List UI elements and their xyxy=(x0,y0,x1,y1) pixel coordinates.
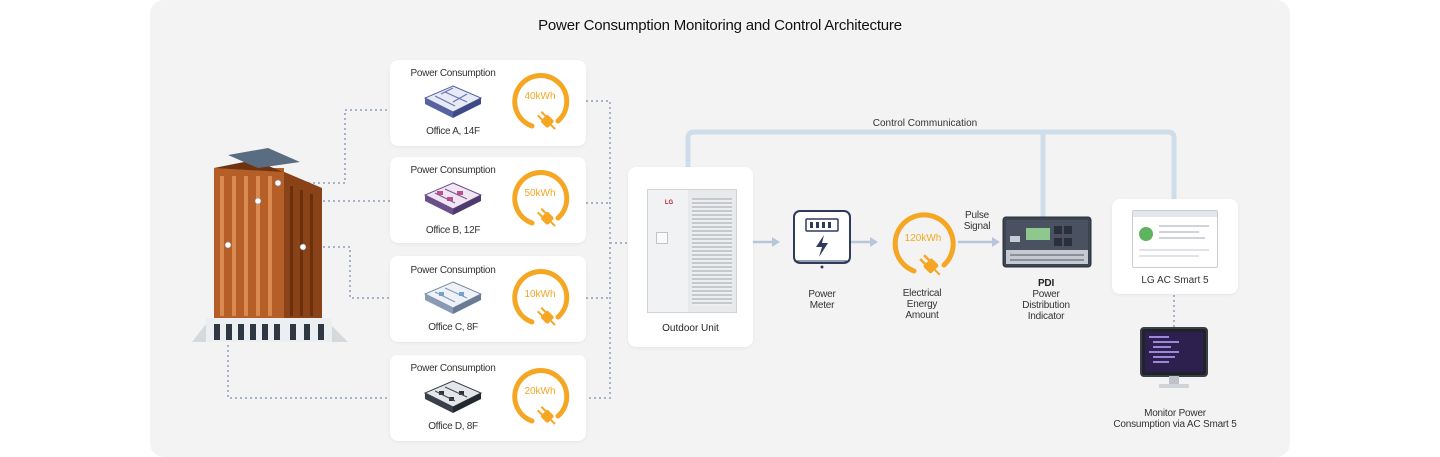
control-communication-line xyxy=(685,129,1177,218)
energy-label-line3: Amount xyxy=(905,310,939,321)
office-card-b: Power Consumption Office B, 12F 50kWh xyxy=(390,157,586,243)
ac-smart-screen-icon xyxy=(1132,210,1218,268)
office-d-value: 20kWh xyxy=(524,386,556,397)
power-meter-label: Power Meter xyxy=(790,289,854,311)
office-b-name: Office B, 12F xyxy=(425,225,481,236)
pdi-label-line1: PDI xyxy=(1037,278,1055,289)
outdoor-unit-icon: LG xyxy=(647,189,737,313)
flow-arrows xyxy=(753,237,1000,247)
pdi-device-icon xyxy=(1002,216,1092,268)
office-a-plug-icon xyxy=(512,73,570,130)
office-c-plug-icon xyxy=(512,269,570,326)
power-meter-label-line1: Power xyxy=(808,289,836,300)
office-a-value: 40kWh xyxy=(524,91,556,102)
diagram-title: Power Consumption Monitoring and Control… xyxy=(538,17,902,34)
office-b-floorplan-icon xyxy=(423,182,483,215)
monitor-label-line1: Monitor Power xyxy=(1144,408,1206,419)
energy-plug-icon xyxy=(892,212,956,276)
pulse-signal-line1: Pulse xyxy=(964,210,989,221)
office-c-value: 10kWh xyxy=(524,289,556,300)
lg-logo: LG xyxy=(664,200,674,206)
office-card-c: Power Consumption Office C, 8F 10kWh xyxy=(390,256,586,342)
pdi-label-line2: Power xyxy=(1032,289,1060,300)
power-meter-label-line2: Meter xyxy=(809,300,835,311)
monitor-label: Monitor Power Consumption via AC Smart 5 xyxy=(1094,408,1256,430)
energy-label-line1: Electrical xyxy=(902,288,942,299)
office-card-d: Power Consumption Office D, 8F 20kWh xyxy=(390,355,586,441)
control-communication-label: Control Communication xyxy=(872,118,978,129)
office-b-value: 50kWh xyxy=(524,188,556,199)
office-a-name: Office A, 14F xyxy=(426,126,480,137)
office-d-header: Power Consumption xyxy=(410,363,496,374)
pdi-label-line3: Distribution xyxy=(1022,300,1070,311)
office-c-header: Power Consumption xyxy=(410,265,496,276)
ac-smart-label: LG AC Smart 5 xyxy=(1141,275,1209,286)
outdoor-unit-card: LG Outdoor Unit xyxy=(628,167,753,347)
office-a-header: Power Consumption xyxy=(410,68,496,79)
ac-smart-card: LG AC Smart 5 xyxy=(1112,199,1238,294)
pulse-signal-line2: Signal xyxy=(963,221,991,232)
pdi-label-line4: Indicator xyxy=(1027,311,1065,322)
office-d-name: Office D, 8F xyxy=(428,421,478,432)
energy-label-line2: Energy xyxy=(906,299,938,310)
office-b-plug-icon xyxy=(512,170,570,227)
office-a-floorplan-icon xyxy=(423,85,483,118)
office-d-floorplan-icon xyxy=(423,380,483,413)
office-card-a: Power Consumption Office A, 14F 40kWh xyxy=(390,60,586,146)
office-c-name: Office C, 8F xyxy=(428,322,478,333)
power-meter-icon xyxy=(793,210,851,269)
energy-value: 120kWh xyxy=(904,233,942,244)
office-d-plug-icon xyxy=(512,368,570,425)
pulse-signal-label: Pulse Signal xyxy=(955,210,999,232)
office-c-floorplan-icon xyxy=(423,281,483,314)
monitor-icon xyxy=(1140,327,1208,388)
monitor-label-line2: Consumption via AC Smart 5 xyxy=(1113,419,1237,430)
energy-label: Electrical Energy Amount xyxy=(884,288,960,321)
office-outdoor-links xyxy=(586,100,628,399)
office-b-header: Power Consumption xyxy=(410,165,496,176)
outdoor-unit-label: Outdoor Unit xyxy=(662,323,719,334)
pdi-label: PDI Power Distribution Indicator xyxy=(1004,278,1088,322)
